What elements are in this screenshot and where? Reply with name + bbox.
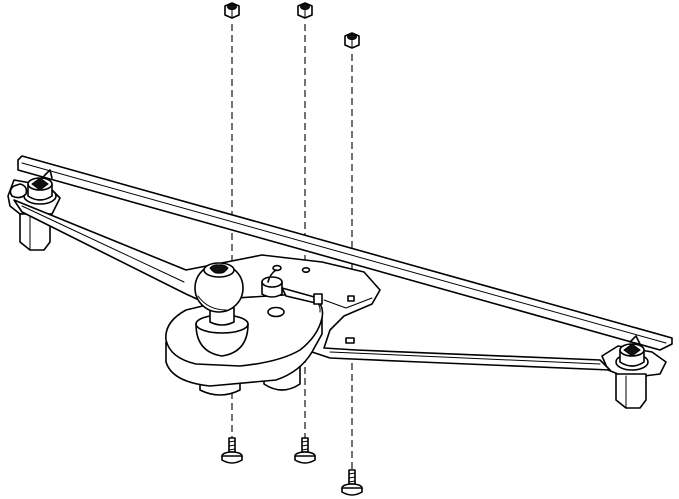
plate-hole (301, 266, 311, 273)
plate-hole (272, 264, 282, 272)
bolt-left (221, 437, 243, 464)
plate-slot (347, 295, 355, 302)
safety-latch (261, 269, 323, 305)
plate-slot (345, 337, 355, 344)
hex-nut-left (224, 2, 240, 19)
corner-clamp-left (9, 169, 57, 205)
corner-clamp-right (615, 335, 649, 371)
latch-pin-end (313, 293, 323, 305)
clamp-knob (9, 183, 28, 199)
bolt-right (341, 469, 363, 496)
hex-nut-right (344, 32, 360, 49)
hitch-ball (194, 262, 249, 357)
base-hole (267, 306, 285, 318)
bolt-middle (294, 437, 316, 464)
ball-top-mark (209, 264, 229, 274)
hitch-base (165, 293, 324, 396)
hex-nut-middle (297, 2, 313, 19)
